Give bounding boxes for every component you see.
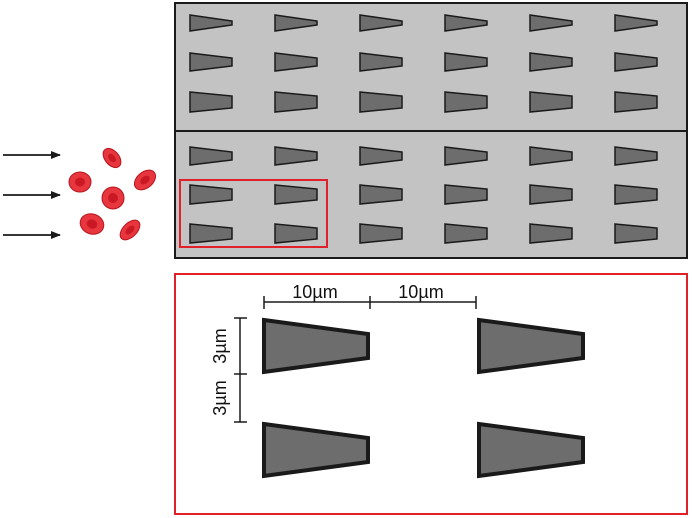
horizontal-spacing-label-1: 10µm <box>292 282 337 302</box>
pillar <box>614 184 658 205</box>
pillar <box>274 14 318 32</box>
pillar <box>359 52 403 72</box>
inset-frame <box>174 273 688 515</box>
pillar <box>274 52 318 72</box>
pillar <box>274 184 318 205</box>
pillar <box>274 91 318 113</box>
pillar <box>529 14 573 32</box>
flow-arrows <box>3 151 61 239</box>
pillar <box>359 184 403 205</box>
pillar <box>614 223 658 244</box>
pillar <box>359 14 403 32</box>
red-blood-cell-icon <box>101 186 125 210</box>
pillar <box>444 146 488 166</box>
selection-box <box>179 179 328 248</box>
vertical-spacing-label-2: 3µm <box>210 380 230 415</box>
pillar <box>359 146 403 166</box>
inset-pillar <box>262 421 370 479</box>
channel-lower <box>174 130 688 259</box>
pillar <box>614 91 658 113</box>
red-blood-cell-icon <box>133 169 157 191</box>
pillar <box>529 91 573 113</box>
pillar <box>529 146 573 166</box>
pillar <box>444 14 488 32</box>
pillar <box>529 223 573 244</box>
vertical-dimension <box>234 317 247 423</box>
pillar <box>444 91 488 113</box>
horizontal-spacing-label-2: 10µm <box>398 282 443 302</box>
pillar <box>529 184 573 205</box>
red-blood-cells <box>68 147 157 241</box>
red-blood-cell-icon <box>79 213 105 235</box>
pillar <box>444 52 488 72</box>
red-blood-cell-icon <box>68 171 92 193</box>
pillar <box>359 91 403 113</box>
pillar <box>274 223 318 244</box>
pillar <box>614 14 658 32</box>
pillar <box>189 223 233 244</box>
pillar-array <box>189 14 658 244</box>
vertical-spacing-label-1: 3µm <box>210 328 230 363</box>
inset-pillar <box>477 421 585 479</box>
pillar <box>614 146 658 166</box>
pillar <box>444 223 488 244</box>
inset-pillars <box>262 317 585 479</box>
pillar <box>189 14 233 32</box>
red-blood-cell-icon <box>119 219 141 241</box>
pillar <box>274 146 318 166</box>
pillar <box>189 146 233 166</box>
inset-pillar <box>477 317 585 375</box>
pillar <box>444 184 488 205</box>
pillar <box>529 52 573 72</box>
pillar <box>359 223 403 244</box>
pillar <box>614 52 658 72</box>
pillar <box>189 91 233 113</box>
pillar <box>189 184 233 205</box>
pillar <box>189 52 233 72</box>
horizontal-dimension <box>263 296 477 309</box>
channel-upper <box>174 2 688 132</box>
red-blood-cell-icon <box>102 147 122 169</box>
inset-pillar <box>262 317 370 375</box>
